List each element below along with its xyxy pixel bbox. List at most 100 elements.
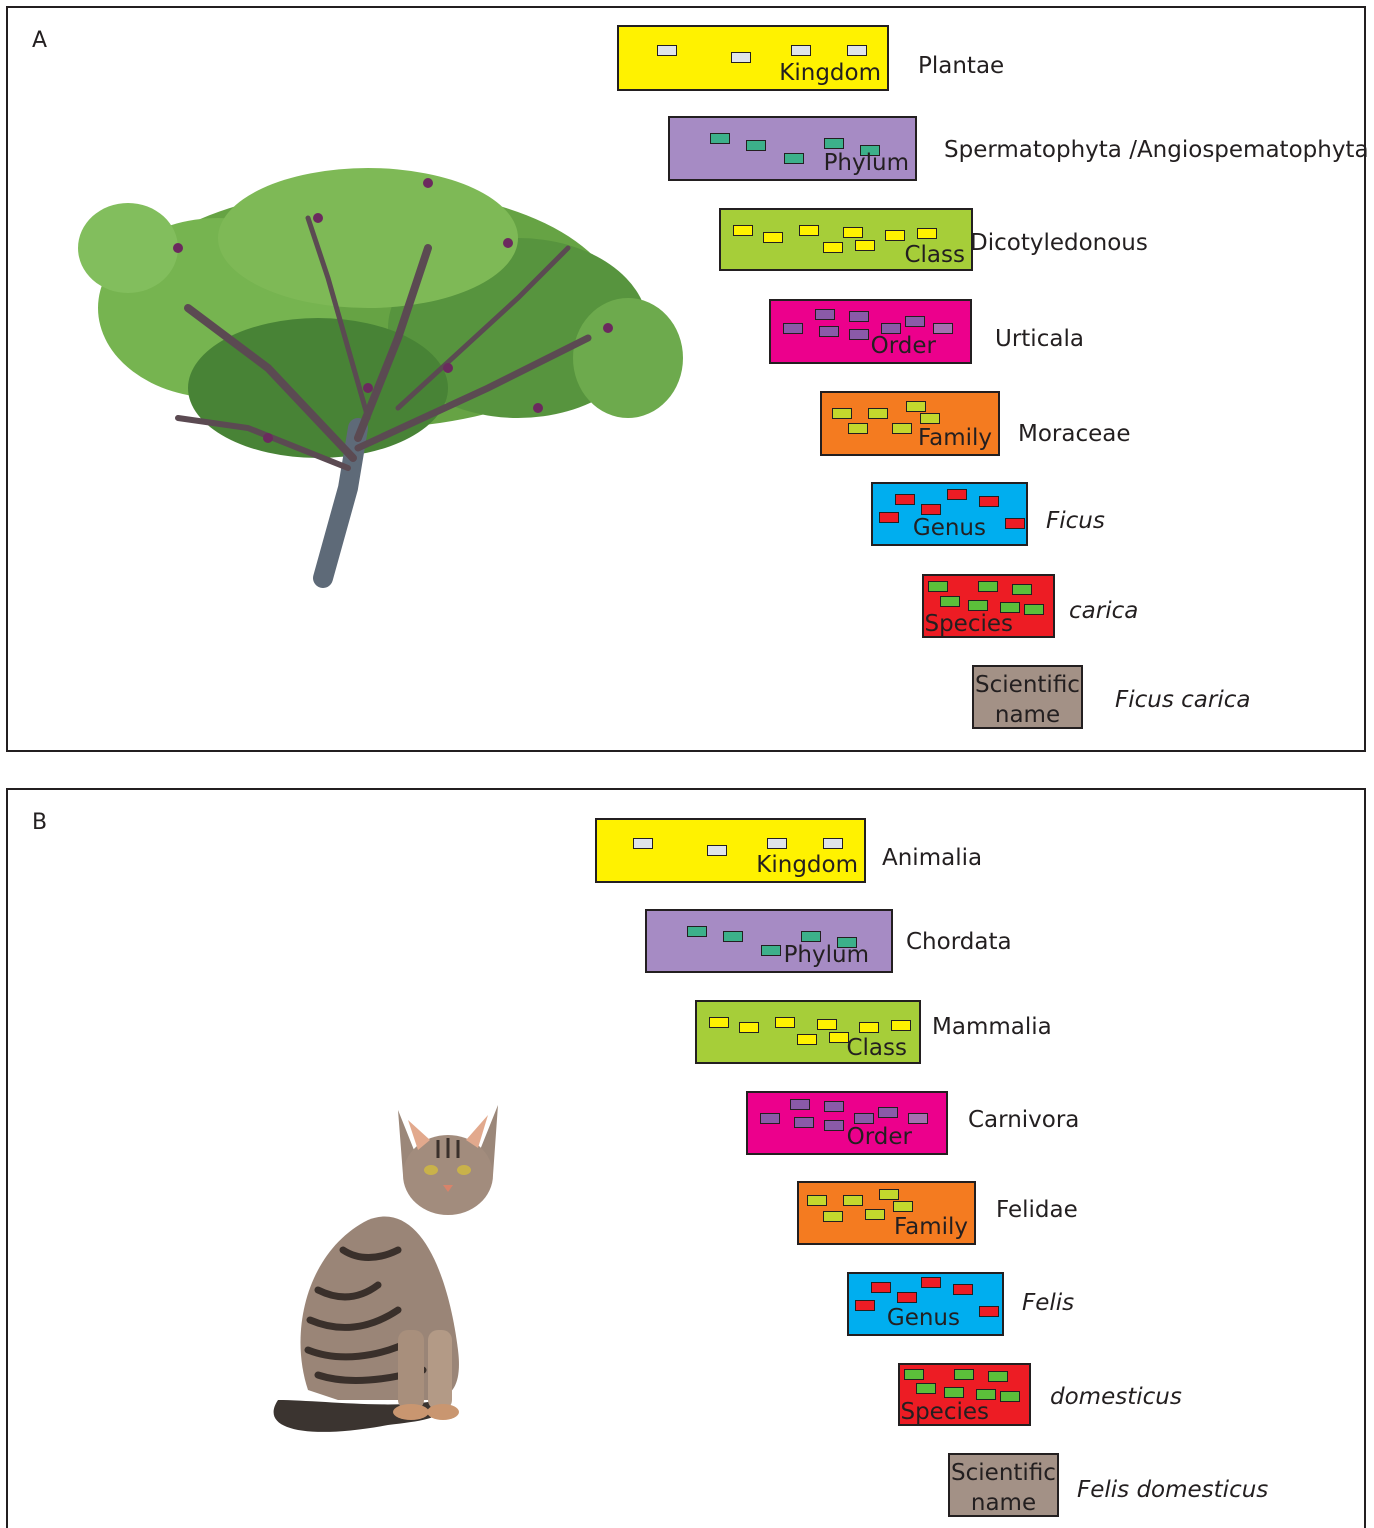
- chip: [978, 581, 998, 592]
- taxon-order: Urticala: [995, 326, 1084, 352]
- chip: [871, 1282, 891, 1293]
- chip: [746, 140, 766, 151]
- phylum-box: Phylum: [645, 909, 893, 973]
- chip: [710, 133, 730, 144]
- scientific-label-line1: Scientific: [975, 672, 1080, 698]
- chip: [968, 600, 988, 611]
- chip: [823, 242, 843, 253]
- chip: [807, 1195, 827, 1206]
- chip: [988, 1371, 1008, 1382]
- chip: [760, 1113, 780, 1124]
- chip: [953, 1284, 973, 1295]
- chip: [829, 1032, 849, 1043]
- species-box: Species: [898, 1363, 1031, 1426]
- chip: [878, 1107, 898, 1118]
- chip: [709, 1017, 729, 1028]
- chip: [891, 1020, 911, 1031]
- chip: [860, 145, 880, 156]
- chip: [819, 326, 839, 337]
- class-box: Class: [719, 208, 973, 271]
- chip: [933, 323, 953, 334]
- chip: [843, 227, 863, 238]
- fig-tree-illustration: [78, 168, 683, 588]
- chip: [855, 1300, 875, 1311]
- chip: [837, 937, 857, 948]
- chip: [799, 225, 819, 236]
- chip: [761, 945, 781, 956]
- chip: [784, 153, 804, 164]
- rank-label-kingdom: Kingdom: [779, 60, 881, 86]
- chip: [731, 52, 751, 63]
- kingdom-box: Kingdom: [595, 818, 866, 883]
- chip: [979, 496, 999, 507]
- taxon-phylum: Spermatophyta /Angiospematophyta: [944, 137, 1369, 163]
- chip: [801, 931, 821, 942]
- phylum-box: Phylum: [668, 116, 917, 181]
- rank-label-class: Class: [846, 1035, 907, 1061]
- chip: [847, 45, 867, 56]
- chip: [879, 512, 899, 523]
- rank-label-order: Order: [870, 333, 936, 359]
- chip: [928, 581, 948, 592]
- kingdom-box: Kingdom: [617, 25, 889, 91]
- scientific-label-line2: name: [970, 1490, 1037, 1516]
- taxon-kingdom: Animalia: [882, 845, 983, 871]
- chip: [763, 232, 783, 243]
- chip: [739, 1022, 759, 1033]
- chip: [824, 1120, 844, 1131]
- taxon-genus: Felis: [1022, 1290, 1075, 1316]
- tabby-cat-illustration: [273, 1105, 498, 1432]
- chip: [794, 1117, 814, 1128]
- chip: [791, 45, 811, 56]
- rank-label-phylum: Phylum: [823, 150, 909, 176]
- chip: [817, 1019, 837, 1030]
- rank-label-class: Class: [904, 242, 965, 268]
- rank-label-species: Species: [900, 1399, 989, 1425]
- chip: [906, 401, 926, 412]
- chip: [881, 323, 901, 334]
- chip: [767, 838, 787, 849]
- scientific-label-line1: Scientific: [951, 1460, 1056, 1486]
- rank-label-family: Family: [893, 1214, 968, 1240]
- chip: [783, 323, 803, 334]
- chip: [885, 230, 905, 241]
- chip: [904, 1369, 924, 1380]
- chip: [855, 240, 875, 251]
- chip: [1000, 602, 1020, 613]
- chip: [916, 1383, 936, 1394]
- taxon-class: Mammalia: [932, 1014, 1052, 1040]
- chip: [707, 845, 727, 856]
- chip: [633, 838, 653, 849]
- family-box: Family: [797, 1181, 976, 1245]
- rank-label-family: Family: [917, 425, 992, 451]
- chip: [832, 408, 852, 419]
- genus-box: Genus: [847, 1272, 1004, 1336]
- chip: [733, 225, 753, 236]
- taxon-class: Dicotyledonous: [970, 230, 1148, 256]
- chip: [848, 423, 868, 434]
- scientific-name-box: Scientific name: [972, 665, 1083, 729]
- scientific-name-box: Scientific name: [948, 1453, 1059, 1517]
- taxon-order: Carnivora: [968, 1107, 1080, 1133]
- taxon-species: domesticus: [1050, 1384, 1182, 1410]
- chip: [849, 329, 869, 340]
- chip: [824, 138, 844, 149]
- chip: [944, 1387, 964, 1398]
- chip: [954, 1369, 974, 1380]
- chip: [1012, 584, 1032, 595]
- order-box: Order: [769, 299, 972, 364]
- chip: [879, 1189, 899, 1200]
- chip: [892, 423, 912, 434]
- taxon-species: carica: [1069, 598, 1139, 624]
- chip: [843, 1195, 863, 1206]
- taxon-kingdom: Plantae: [918, 53, 1005, 79]
- genus-box: Genus: [871, 482, 1028, 546]
- taxon-family: Moraceae: [1018, 421, 1131, 447]
- chip: [908, 1113, 928, 1124]
- scientific-name: Ficus carica: [1115, 687, 1251, 713]
- chip: [1005, 518, 1025, 529]
- chip: [854, 1113, 874, 1124]
- chip: [940, 596, 960, 607]
- chip: [823, 1211, 843, 1222]
- family-box: Family: [820, 391, 1000, 456]
